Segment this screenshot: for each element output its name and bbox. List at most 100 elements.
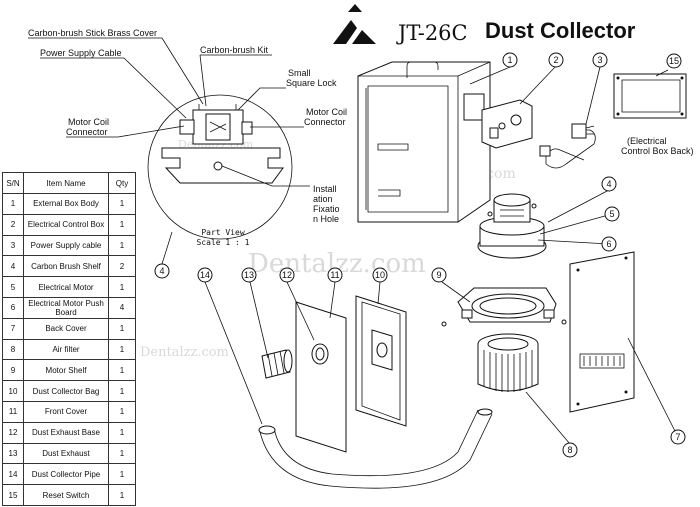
part-number: 3 (597, 55, 602, 65)
row-item-name: Electrical Motor Push Board (23, 296, 109, 319)
part-number: 6 (606, 239, 611, 249)
electrical-motor (477, 193, 547, 259)
back-cover (569, 251, 635, 413)
row-qty: 4 (108, 296, 136, 319)
row-item-name: Carbon Brush Shelf (23, 255, 109, 278)
product-title: Dust Collector (485, 18, 636, 43)
row-sn: 8 (2, 338, 24, 361)
row-sn: 6 (2, 296, 24, 319)
row-item-name: Front Cover (23, 400, 109, 423)
row-sn: 10 (2, 380, 24, 402)
row-sn: 11 (2, 400, 24, 423)
callout-motor-coil-right-2: Connector (304, 117, 346, 127)
row-sn: 12 (2, 421, 24, 444)
callout-control-box-back-2: Control Box Back) (621, 146, 694, 156)
row-qty: 1 (108, 276, 136, 298)
part-view-detail (147, 94, 293, 240)
part-number: 12 (282, 270, 292, 280)
row-sn: 7 (2, 317, 24, 340)
part-number: 1 (507, 55, 512, 65)
model-number: JT-26C (396, 21, 468, 45)
row-item-name: Air filter (23, 338, 109, 361)
header-qty: Qty (108, 172, 136, 194)
row-item-name: Dust Exhaust (23, 442, 109, 465)
callout-motor-coil-left-2: Connector (66, 127, 108, 137)
row-qty: 1 (108, 380, 136, 402)
row-sn: 13 (2, 442, 24, 465)
watermark: Dentalzz.com (140, 345, 229, 360)
row-qty: 2 (108, 255, 136, 278)
dust-exhaust (261, 349, 293, 379)
part-number: 15 (669, 56, 679, 66)
row-sn: 2 (2, 213, 24, 236)
part-number-bubbles: 1 2 3 4 5 6 7 8 9 10 11 12 13 14 15 4 (154, 52, 686, 458)
callout-carbon-brush-kit: Carbon-brush Kit (200, 45, 269, 55)
power-supply-cable (539, 123, 596, 169)
brand-logo (333, 4, 376, 44)
callout-small-square-lock: Small (288, 68, 311, 78)
part-number: 9 (436, 270, 441, 280)
callout-install-hole-2: ation (313, 194, 333, 204)
row-item-name: Dust Collector Pipe (23, 463, 109, 486)
row-qty: 1 (108, 442, 136, 465)
row-qty: 1 (108, 359, 136, 382)
row-item-name: Electrical Control Box (23, 213, 109, 236)
row-qty: 1 (108, 193, 136, 215)
row-qty: 1 (108, 400, 136, 423)
row-qty: 1 (108, 484, 136, 506)
row-sn: 1 (2, 193, 24, 215)
row-qty: 1 (108, 234, 136, 257)
part-number: 4 (606, 179, 611, 189)
row-qty: 1 (108, 317, 136, 340)
part-number: 11 (330, 270, 339, 280)
row-item-name: Motor Shelf (23, 359, 109, 382)
row-item-name: External Box Body (23, 193, 109, 215)
row-qty: 1 (108, 213, 136, 236)
part-number: 4 (159, 266, 164, 276)
row-qty: 1 (108, 463, 136, 486)
front-cover (295, 301, 347, 453)
header-item-name: Item Name (23, 172, 109, 194)
dust-collector-pipe (258, 408, 493, 489)
header-sn: S/N (2, 172, 24, 194)
callout-motor-coil-right: Motor Coil (306, 107, 347, 117)
row-qty: 1 (108, 421, 136, 444)
callout-carbon-brush-cover: Carbon-brush Stick Brass Cover (28, 28, 157, 38)
row-item-name: Electrical Motor (23, 276, 109, 298)
row-item-name: Power Supply cable (23, 234, 109, 257)
row-item-name: Reset Switch (23, 484, 109, 506)
row-sn: 3 (2, 234, 24, 257)
row-sn: 4 (2, 255, 24, 278)
callout-small-square-lock-2: Square Lock (286, 78, 337, 88)
part-number: 10 (375, 270, 385, 280)
control-box-back (613, 73, 687, 119)
row-sn: 9 (2, 359, 24, 382)
row-sn: 14 (2, 463, 24, 486)
part-number: 7 (675, 432, 680, 442)
part-number: 5 (609, 209, 614, 219)
row-item-name: Back Cover (23, 317, 109, 340)
part-number: 13 (244, 270, 254, 280)
electrical-control-box (481, 99, 533, 149)
motor-shelf (441, 287, 567, 327)
part-number: 14 (200, 270, 210, 280)
dust-collector-bag (355, 295, 407, 427)
air-filter (477, 333, 539, 392)
